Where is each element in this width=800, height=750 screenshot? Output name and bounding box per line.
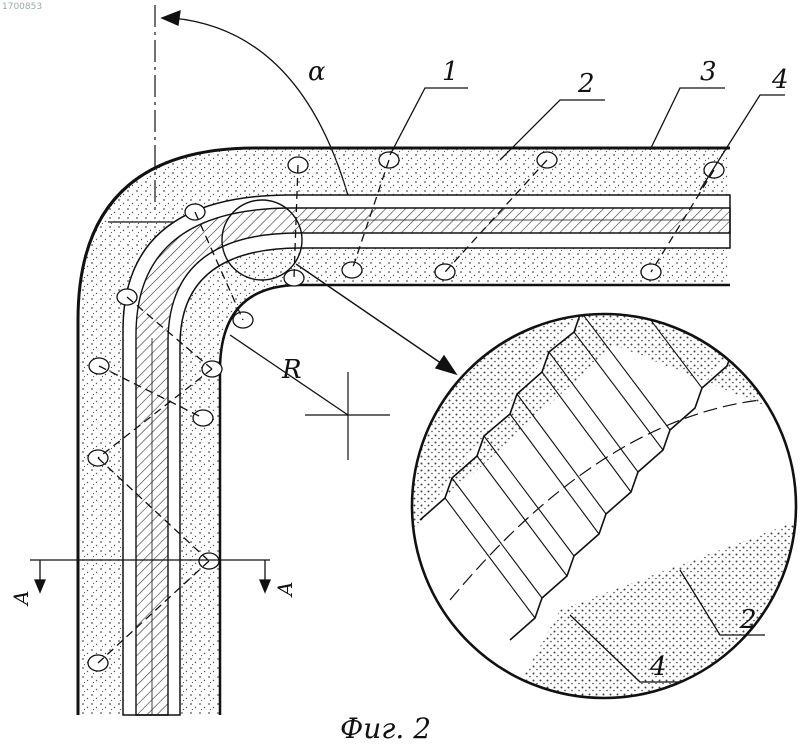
- detail-label-4: 4: [649, 652, 667, 682]
- document-id: 1700853: [2, 2, 42, 12]
- part-label-3: 3: [700, 57, 717, 87]
- part-label-4: 4: [771, 65, 789, 95]
- angle-label: α: [308, 57, 326, 87]
- section-label-right: A: [273, 582, 297, 598]
- part-label-1: 1: [442, 57, 459, 87]
- detail-view: [400, 270, 800, 720]
- radius-label: R: [281, 355, 302, 385]
- part-label-2: 2: [577, 69, 595, 99]
- detail-label-2: 2: [739, 605, 757, 635]
- section-label-left: A: [9, 591, 33, 607]
- figure-caption: Фиг. 2: [340, 712, 431, 745]
